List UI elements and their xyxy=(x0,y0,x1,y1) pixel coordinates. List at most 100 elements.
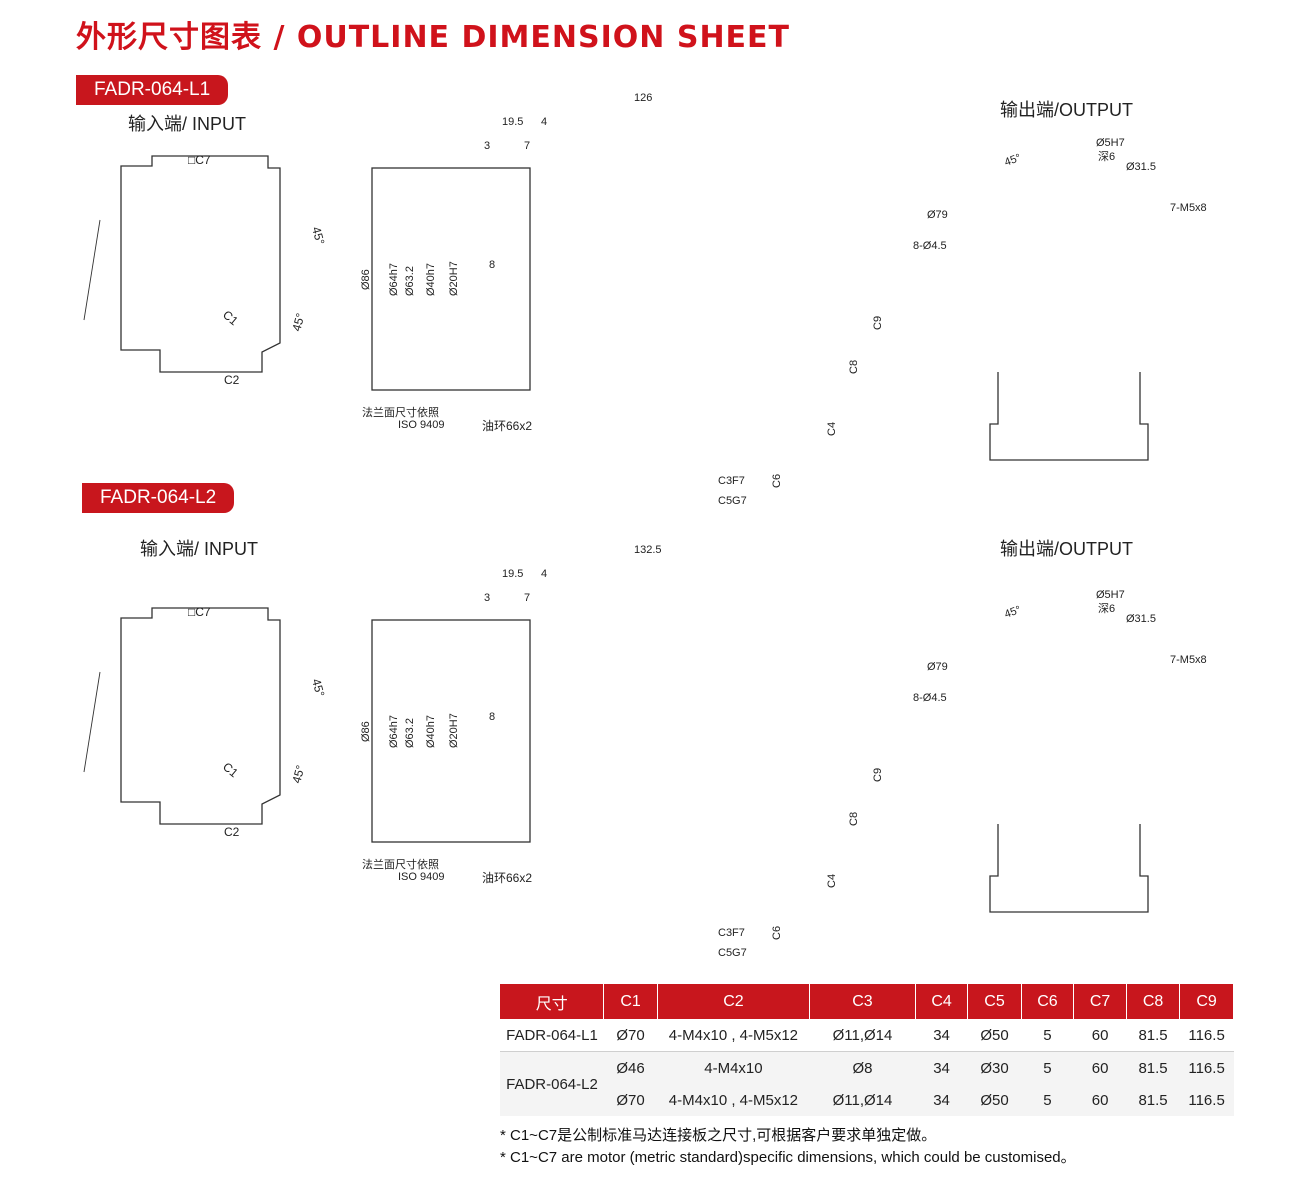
header-cell: C4 xyxy=(915,984,969,1019)
dim-c3: C3F7 xyxy=(718,927,745,939)
dim-phi79: Ø79 xyxy=(927,209,948,221)
model-tag-l2: FADR-064-L2 xyxy=(82,483,235,513)
dim-total-length: 126 xyxy=(634,92,652,104)
table-cell: 4-M4x10 xyxy=(657,1051,810,1084)
hatch-lines xyxy=(83,219,101,321)
table-cell: Ø70 xyxy=(603,1019,658,1052)
output-labels: Ø5H7 深6 Ø31.5 7-M5x8 Ø79 8-Ø4.5 45° xyxy=(913,589,1207,704)
header-cell: 尺寸 xyxy=(500,984,605,1019)
dim-8: 8 xyxy=(489,259,495,271)
dim-19-5: 19.5 xyxy=(502,116,523,128)
header-cell: C7 xyxy=(1073,984,1127,1019)
input-end-view xyxy=(83,155,281,373)
header-cell: C9 xyxy=(1179,984,1234,1019)
table-cell: 4-M4x10 , 4-M5x12 xyxy=(657,1019,810,1052)
dim-c1: C1 xyxy=(220,760,241,781)
input-labels: □C7 C1 C2 45° 45° xyxy=(188,605,327,839)
table-cell: Ø70 xyxy=(603,1084,658,1116)
output-label-l2: 输出端/OUTPUT xyxy=(1000,539,1133,559)
output-label-l1: 输出端/OUTPUT xyxy=(1000,100,1133,120)
motor-plate-outline xyxy=(120,155,281,373)
dim-phi315: Ø31.5 xyxy=(1126,161,1156,173)
model-tag-l1: FADR-064-L1 xyxy=(76,75,229,105)
dim-angle-bottom: 45° xyxy=(289,311,307,332)
dim-phi632: Ø63.2 xyxy=(404,718,416,748)
dim-phi20: Ø20H7 xyxy=(448,713,460,748)
dim-c5: C5G7 xyxy=(718,495,747,507)
table-cell: 34 xyxy=(915,1051,968,1084)
dim-c2: C2 xyxy=(224,373,240,387)
dim-phi79: Ø79 xyxy=(927,661,948,673)
table-cell: 4-M4x10 , 4-M5x12 xyxy=(657,1084,810,1116)
dim-angle-top: 45° xyxy=(309,225,327,246)
dim-3: 3 xyxy=(484,592,490,604)
table-cell: 5 xyxy=(1021,1019,1074,1052)
dim-c5: C5G7 xyxy=(718,947,747,959)
hatch-lines xyxy=(83,671,101,773)
table-cell: 60 xyxy=(1073,1084,1127,1116)
dim-7: 7 xyxy=(524,592,530,604)
dim-depth: 深6 xyxy=(1098,150,1115,163)
table-cell: 60 xyxy=(1073,1051,1127,1084)
dim-phi5: Ø5H7 xyxy=(1096,589,1125,601)
table-cell: Ø11,Ø14 xyxy=(809,1084,916,1116)
dim-output-angle: 45° xyxy=(1003,152,1023,169)
output-end-view xyxy=(989,372,1149,461)
dim-total-length: 132.5 xyxy=(634,544,662,556)
dim-phi632: Ø63.2 xyxy=(404,266,416,296)
table-cell: Ø11,Ø14 xyxy=(809,1019,916,1052)
dim-phi64: Ø64h7 xyxy=(388,715,400,748)
dim-holes: 8-Ø4.5 xyxy=(913,240,947,252)
table-cell: 116.5 xyxy=(1179,1084,1234,1116)
flange-note-line1: 法兰面尺寸依照 xyxy=(362,857,439,871)
table-cell: 34 xyxy=(915,1084,968,1116)
input-end-view xyxy=(83,607,281,825)
dim-c7: □C7 xyxy=(188,153,211,167)
header-cell: C6 xyxy=(1021,984,1075,1019)
table-cell: 5 xyxy=(1021,1084,1074,1116)
dim-depth: 深6 xyxy=(1098,602,1115,615)
dim-4: 4 xyxy=(541,116,547,128)
dim-phi315: Ø31.5 xyxy=(1126,613,1156,625)
footnote-cn: * C1~C7是公制标准马达连接板之尺寸,可根据客户要求单独定做。 xyxy=(500,1127,937,1144)
table-cell: Ø8 xyxy=(809,1051,916,1084)
output-labels: Ø5H7 深6 Ø31.5 7-M5x8 Ø79 8-Ø4.5 45° xyxy=(913,137,1207,252)
dim-c3: C3F7 xyxy=(718,475,745,487)
header-cell: C8 xyxy=(1126,984,1181,1019)
table-cell: 81.5 xyxy=(1126,1084,1180,1116)
dim-c1: C1 xyxy=(220,308,241,329)
dim-8: 8 xyxy=(489,711,495,723)
table-cell: 116.5 xyxy=(1179,1019,1234,1052)
input-label-l1: 输入端/ INPUT xyxy=(128,114,247,134)
flange-note-line2: ISO 9409 xyxy=(398,419,444,431)
side-view xyxy=(371,619,531,843)
dim-output-angle: 45° xyxy=(1003,604,1023,621)
flange-note-line1: 法兰面尺寸依照 xyxy=(362,405,439,419)
input-label-l2: 输入端/ INPUT xyxy=(140,539,259,559)
table-header-row: 尺寸 C1 C2 C3 C4 C5 C6 C7 C8 C9 xyxy=(500,984,1234,1019)
table-cell: 116.5 xyxy=(1179,1051,1234,1084)
table-cell: Ø50 xyxy=(967,1084,1022,1116)
dim-angle-bottom: 45° xyxy=(289,763,307,784)
table-cell: Ø50 xyxy=(967,1019,1022,1052)
dim-7: 7 xyxy=(524,140,530,152)
output-end-view xyxy=(989,824,1149,913)
dim-m5: 7-M5x8 xyxy=(1170,654,1207,666)
input-housing xyxy=(371,619,531,843)
output-base-block xyxy=(989,372,1149,461)
dim-phi64: Ø64h7 xyxy=(388,263,400,296)
drawing-l1: □C7 C1 C2 45° 45° xyxy=(83,92,1207,507)
table-cell: 34 xyxy=(915,1019,968,1052)
header-cell: C3 xyxy=(809,984,916,1019)
input-labels: □C7 C1 C2 45° 45° xyxy=(188,153,327,387)
dim-m5: 7-M5x8 xyxy=(1170,202,1207,214)
table-row: Ø70 4-M4x10 , 4-M5x12 Ø11,Ø14 34 Ø50 5 6… xyxy=(500,1084,1234,1116)
dim-phi40: Ø40h7 xyxy=(425,263,437,296)
dim-phi5: Ø5H7 xyxy=(1096,137,1125,149)
dim-phi86: Ø86 xyxy=(360,269,372,290)
dim-c8: C8 xyxy=(848,360,860,374)
dim-c4: C4 xyxy=(826,422,838,436)
dim-holes: 8-Ø4.5 xyxy=(913,692,947,704)
table-cell: 5 xyxy=(1021,1051,1074,1084)
motor-plate-outline xyxy=(120,607,281,825)
